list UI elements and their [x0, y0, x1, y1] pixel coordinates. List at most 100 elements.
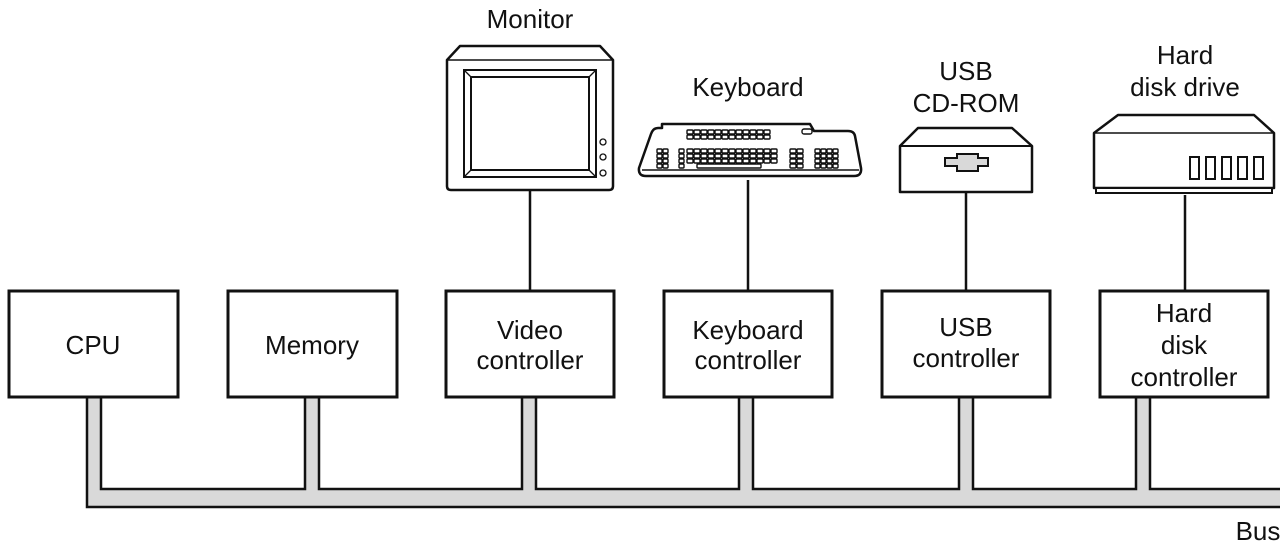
keyboard-key: [756, 153, 764, 159]
keyboard-key: [662, 158, 669, 164]
bus-outline: [85, 395, 1280, 509]
keyboard-key: [789, 148, 797, 154]
keyboard-key: [728, 158, 736, 164]
keyboard-key: [678, 153, 685, 159]
video-controller-box[interactable]: Video controller: [444, 289, 616, 399]
keyboard-key: [789, 158, 797, 164]
memory-label: Memory: [265, 330, 359, 360]
keyboard-key: [700, 148, 708, 154]
keyboard-key: [707, 148, 715, 154]
keyboard-key: [763, 153, 771, 159]
keyboard-key: [820, 153, 827, 159]
video-controller-label-2: controller: [477, 345, 584, 375]
keyboard-key: [749, 129, 757, 135]
cdrom-label-2: CD-ROM: [913, 88, 1020, 118]
keyboard-key: [700, 134, 708, 140]
keyboard-key: [749, 134, 757, 140]
monitor-icon: [445, 44, 615, 192]
keyboard-key: [714, 153, 722, 159]
keyboard-key: [826, 163, 833, 169]
keyboard-key: [832, 163, 839, 169]
keyboard-key: [756, 134, 764, 140]
cd-slot: [944, 153, 989, 172]
video-controller-label-1: Video: [497, 315, 563, 345]
keyboard-key: [763, 148, 771, 154]
keyboard-key: [735, 129, 743, 135]
keyboard-key: [742, 134, 750, 140]
keyboard-key: [826, 158, 833, 164]
keyboard-key: [832, 158, 839, 164]
keyboard-key: [686, 158, 694, 164]
keyboard-key: [700, 129, 708, 135]
memory-box[interactable]: Memory: [226, 289, 399, 399]
keyboard-key: [693, 148, 701, 154]
keyboard-key: [796, 163, 804, 169]
keyboard-key: [707, 158, 715, 164]
harddisk-label-1: Hard: [1157, 40, 1213, 70]
keyboard-key: [686, 134, 694, 140]
cdrom-label-1: USB: [939, 56, 992, 86]
keyboard-device: Keyboard: [637, 72, 863, 178]
keyboard-key: [763, 134, 771, 140]
keyboard-key: [796, 158, 804, 164]
keyboard-key: [686, 129, 694, 135]
keyboard-key: [756, 148, 764, 154]
keyboard-key: [678, 158, 685, 164]
keyboard-key: [686, 153, 694, 159]
keyboard-key: [814, 148, 821, 154]
keyboard-key: [789, 153, 797, 159]
keyboard-key: [796, 153, 804, 159]
keyboard-key: [721, 158, 729, 164]
usb-controller-box[interactable]: USB controller: [880, 289, 1052, 399]
keyboard-key: [707, 134, 715, 140]
keyboard-key: [721, 134, 729, 140]
harddisk-label-2: disk drive: [1130, 72, 1240, 102]
keyboard-key: [693, 129, 701, 135]
keyboard-key: [728, 153, 736, 159]
keyboard-label: Keyboard: [692, 72, 803, 102]
keyboard-key: [763, 158, 771, 164]
harddisk-device: Hard disk drive: [1092, 40, 1276, 194]
keyboard-key: [678, 148, 685, 154]
keyboard-key: [742, 158, 750, 164]
keyboard-key: [656, 153, 663, 159]
hard-disk-controller-box[interactable]: Hard disk controller: [1098, 289, 1270, 399]
hard-disk-controller-label-2: disk: [1161, 330, 1208, 360]
bus-body: [87, 395, 1280, 507]
keyboard-key: [728, 129, 736, 135]
keyboard-key: [700, 158, 708, 164]
keyboard-key: [656, 163, 663, 169]
keyboard-key: [814, 163, 821, 169]
keyboard-key: [735, 158, 743, 164]
cdrom-device: USB CD-ROM: [898, 56, 1034, 194]
keyboard-key: [728, 148, 736, 154]
hard-disk-controller-label-3: controller: [1131, 362, 1238, 392]
keyboard-key: [693, 158, 701, 164]
keyboard-key: [749, 148, 757, 154]
keyboard-key: [770, 148, 778, 154]
keyboard-key: [770, 158, 778, 164]
keyboard-key: [714, 158, 722, 164]
keyboard-key: [721, 129, 729, 135]
keyboard-key: [696, 163, 762, 169]
keyboard-key: [707, 129, 715, 135]
keyboard-key: [714, 134, 722, 140]
keyboard-key: [789, 163, 797, 169]
keyboard-key: [693, 153, 701, 159]
usb-controller-label-1: USB: [939, 312, 992, 342]
keyboard-key: [714, 129, 722, 135]
keyboard-key: [826, 153, 833, 159]
keyboard-key: [814, 153, 821, 159]
keyboard-key: [742, 129, 750, 135]
keyboard-controller-box[interactable]: Keyboard controller: [662, 289, 834, 399]
keyboard-controller-label-1: Keyboard: [692, 315, 803, 345]
cpu-box[interactable]: CPU: [7, 289, 180, 399]
keyboard-key: [826, 148, 833, 154]
keyboard-key: [763, 129, 771, 135]
keyboard-key: [820, 163, 827, 169]
keyboard-key: [756, 129, 764, 135]
keyboard-key: [832, 148, 839, 154]
keyboard-key: [749, 153, 757, 159]
monitor-label: Monitor: [487, 4, 574, 34]
